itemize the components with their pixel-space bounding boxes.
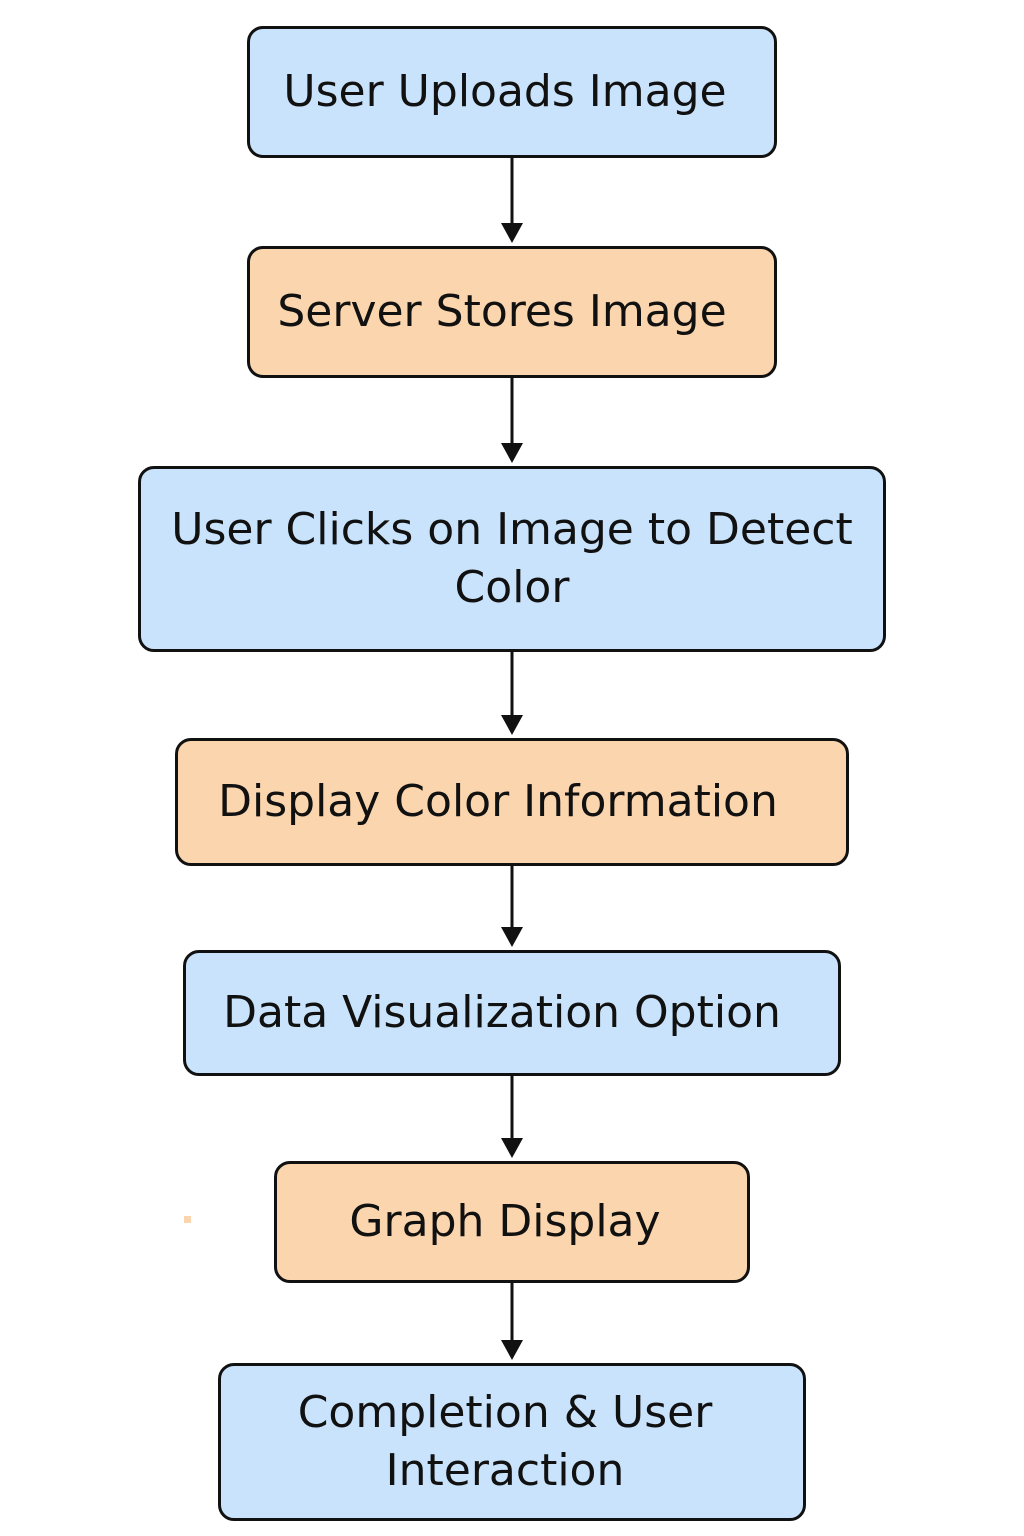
arrowhead-2	[501, 443, 523, 463]
step-data-visualization-option: Data Visualization Option	[183, 950, 841, 1076]
step-label: User Clicks on Image to Detect Color	[171, 503, 853, 613]
step-label: Server Stores Image	[277, 285, 727, 337]
step-label: User Uploads Image	[283, 65, 727, 117]
step-user-uploads-image: User Uploads Image	[247, 26, 777, 158]
step-label: Graph Display	[349, 1195, 661, 1247]
step-display-color-information: Display Color Information	[175, 738, 849, 866]
step-label: Display Color Information	[218, 775, 778, 827]
arrowhead-1	[501, 223, 523, 243]
step-label: Completion & User Interaction	[297, 1386, 713, 1496]
decorative-dot	[184, 1216, 191, 1223]
step-server-stores-image: Server Stores Image	[247, 246, 777, 378]
arrowhead-4	[501, 927, 523, 947]
arrowhead-5	[501, 1138, 523, 1158]
step-graph-display: Graph Display	[274, 1161, 750, 1283]
arrowhead-6	[501, 1340, 523, 1360]
step-label: Data Visualization Option	[223, 986, 781, 1038]
step-completion-and-user-interaction: Completion & User Interaction	[218, 1363, 806, 1521]
arrowhead-3	[501, 715, 523, 735]
step-user-clicks-to-detect-color: User Clicks on Image to Detect Color	[138, 466, 886, 652]
